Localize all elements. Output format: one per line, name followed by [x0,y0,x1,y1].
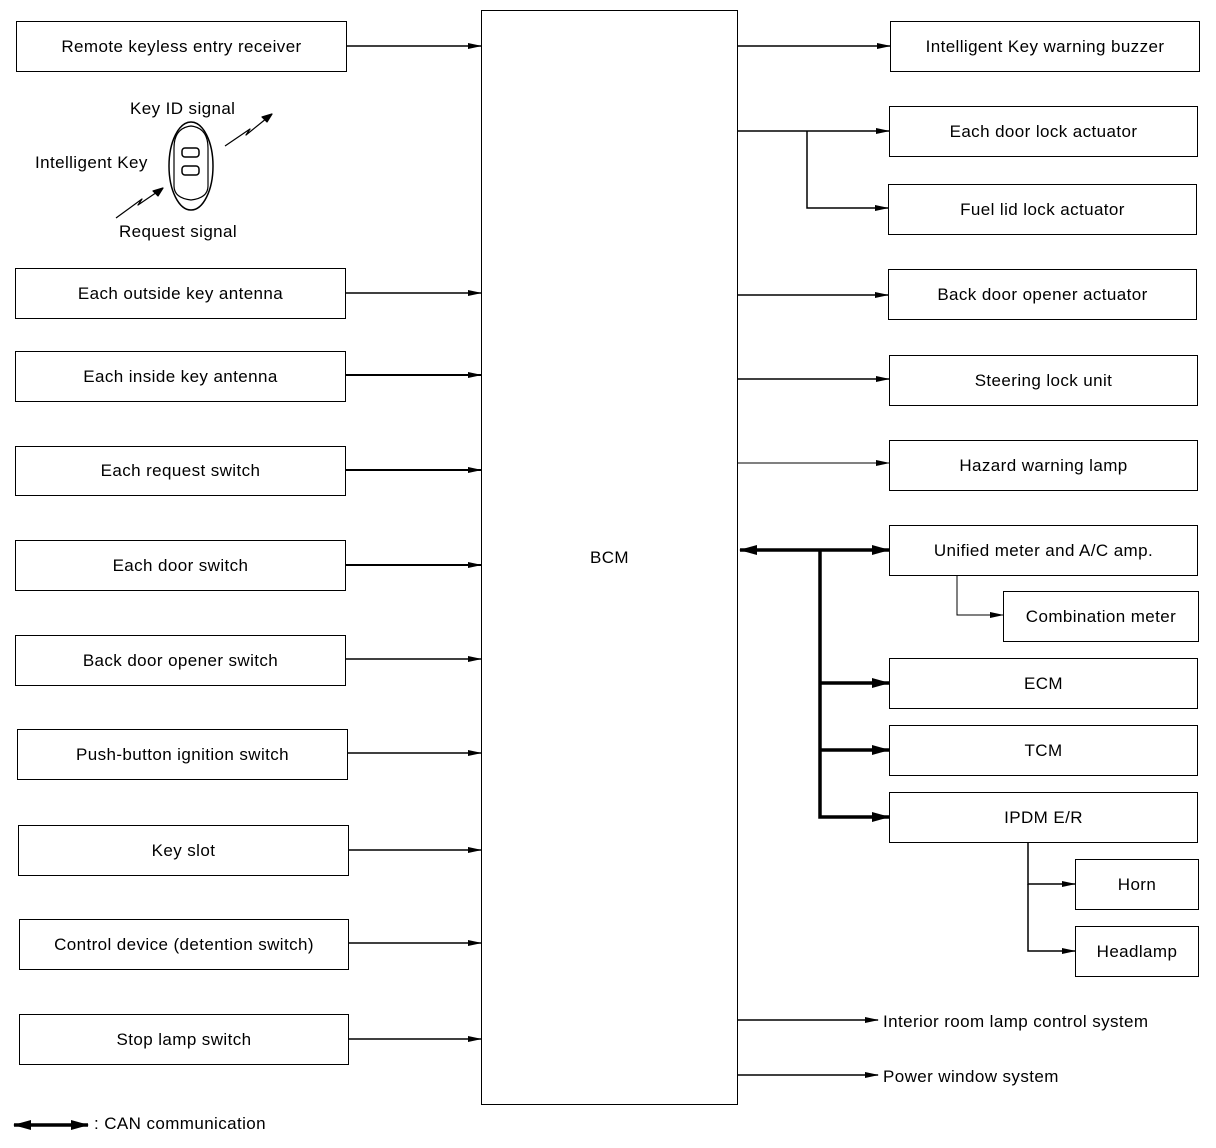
input-label: Back door opener switch [82,650,279,670]
input-box: Push-button ignition switch [17,729,348,780]
input-label: Control device (detention switch) [54,934,314,954]
key-id-signal-icon [224,113,273,147]
input-label: Each request switch [100,461,261,480]
ipdm-branch-arrow [1027,843,1076,887]
input-label: Each inside key antenna [83,366,278,386]
ipdm-branch-arrow [1027,884,1076,954]
output-arrow [806,131,889,211]
headlamp-label: Headlamp [1096,941,1178,961]
output-label: Intelligent Key warning buzzer [925,36,1165,56]
can-node-label: ECM [1024,673,1063,693]
output-label: Hazard warning lamp [959,455,1128,475]
output-label: Back door opener actuator [937,284,1148,304]
output-box: Hazard warning lamp [889,440,1198,491]
interior-room-lamp-label: Interior room lamp control system [883,1012,1149,1031]
can-node-box: IPDM E/R [889,792,1198,843]
key-id-signal-label: Key ID signal [130,99,236,118]
input-box: Control device (detention switch) [19,919,349,970]
intelligent-key-label: Intelligent Key [35,153,148,172]
output-label: Steering lock unit [974,370,1113,390]
intelligent-key-icon [168,121,214,211]
output-label: Each door lock actuator [949,121,1138,141]
can-node-label: TCM [1024,740,1063,760]
bcm-label: BCM [590,547,629,567]
can-node-label: IPDM E/R [1004,807,1083,827]
can-node-box: TCM [889,725,1198,776]
can-node-box: Unified meter and A/C amp. [889,525,1198,576]
input-box: Each request switch [15,446,346,496]
input-box: Each inside key antenna [15,351,346,402]
input-box: Each door switch [15,540,346,591]
input-box: Remote keyless entry receiver [16,21,347,72]
request-signal-icon [115,187,164,219]
output-box: Back door opener actuator [888,269,1197,320]
can-line [818,550,890,822]
input-box: Each outside key antenna [15,268,346,319]
input-label: Key slot [151,840,216,860]
output-box: Each door lock actuator [889,106,1198,157]
input-label: Each outside key antenna [77,283,284,303]
input-label: Each door switch [112,555,249,575]
combination-meter-label: Combination meter [1025,606,1177,626]
input-box: Key slot [18,825,349,876]
bcm-box: BCM [481,10,738,1105]
horn-label: Horn [1117,874,1157,894]
input-label: Stop lamp switch [116,1029,252,1049]
input-box: Back door opener switch [15,635,346,686]
combination-meter-box: Combination meter [1003,591,1199,642]
output-box: Fuel lid lock actuator [888,184,1197,235]
headlamp-box: Headlamp [1075,926,1199,977]
output-box: Intelligent Key warning buzzer [890,21,1200,72]
can-node-label: Unified meter and A/C amp. [933,540,1154,560]
input-label: Remote keyless entry receiver [61,36,302,56]
output-label: Fuel lid lock actuator [960,199,1125,219]
horn-box: Horn [1075,859,1199,910]
output-box: Steering lock unit [889,355,1198,406]
meter-branch-arrow [956,575,1004,618]
request-signal-label: Request signal [119,222,238,241]
power-window-label: Power window system [883,1067,1059,1086]
can-legend-label: : CAN communication [94,1114,266,1133]
input-box: Stop lamp switch [19,1014,349,1065]
input-label: Push-button ignition switch [75,744,290,764]
can-node-box: ECM [889,658,1198,709]
